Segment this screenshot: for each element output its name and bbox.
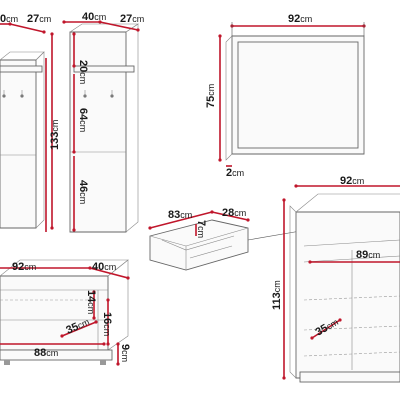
- sideboard: 92cm 113cm 89cm 35cm: [271, 175, 400, 383]
- mirror: 92cm 75cm 2cm: [205, 13, 366, 179]
- shoe-cabinet-leg-height-label: 9cm: [119, 344, 131, 362]
- coat-panel-middle-label: 64cm: [77, 108, 89, 132]
- shoe-cabinet-depth-label: 40cm: [92, 261, 116, 273]
- drawer-width-label: 83cm: [168, 209, 192, 221]
- shoe-cabinet: 92cm 40cm 14cm 16cm 35cm 88cm 9cm: [0, 259, 131, 366]
- drawer: 83cm 28cm 7cm: [148, 207, 319, 271]
- sideboard-width-label: 92cm: [340, 175, 364, 187]
- coat-panel-depth-label: 27cm: [120, 13, 144, 25]
- drawer-height-label: 7cm: [195, 220, 207, 238]
- shoe-cabinet-shelf-height-label: 16cm: [101, 312, 113, 336]
- left-panel: 0cm 27cm: [0, 13, 51, 232]
- mirror-width-label: 92cm: [288, 13, 312, 25]
- coat-panel-bottom-label: 46cm: [77, 180, 89, 204]
- sideboard-inner-width-label: 89cm: [356, 249, 380, 261]
- shoe-cabinet-inner-depth-label: 35cm: [64, 316, 91, 337]
- mirror-depth-label: 2cm: [226, 167, 244, 179]
- shoe-cabinet-width-label: 92cm: [12, 261, 36, 273]
- left-panel-depth-label: 27cm: [27, 13, 51, 25]
- shoe-cabinet-inner-width-label: 88cm: [34, 347, 58, 359]
- coat-panel-top-label: 20cm: [77, 60, 89, 84]
- coat-panel: 40cm 27cm 133cm 20cm 64cm 46cm: [49, 11, 144, 233]
- shoe-cabinet-inner-height-label: 14cm: [85, 290, 97, 314]
- drawer-depth-label: 28cm: [222, 207, 246, 219]
- coat-panel-height-label: 133cm: [49, 120, 61, 150]
- mirror-height-label: 75cm: [205, 84, 217, 108]
- coat-panel-width-label: 40cm: [82, 11, 106, 23]
- left-panel-width-label: 0cm: [0, 13, 18, 25]
- sideboard-height-label: 113cm: [271, 280, 283, 310]
